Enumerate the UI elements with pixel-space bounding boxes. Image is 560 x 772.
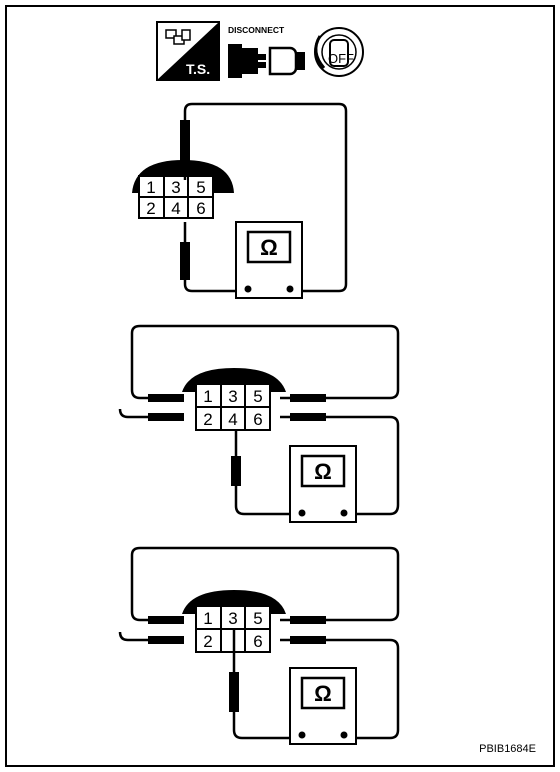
check-diagram-1: 1 3 5 2 4 6 Ω: [132, 102, 348, 300]
ts-icon: T.S.: [156, 21, 220, 81]
check-diagram-3: 1 3 5 2 6 Ω: [118, 546, 400, 746]
pin-2: 2: [203, 410, 212, 429]
figure-code: PBIB1684E: [479, 743, 536, 755]
ohmmeter-3: Ω: [288, 666, 358, 746]
ohmmeter-2: Ω: [288, 444, 358, 524]
ohm-symbol: Ω: [260, 235, 278, 260]
pin-4: 4: [171, 199, 180, 218]
pin-2: 2: [203, 632, 212, 651]
pin-1: 1: [203, 387, 212, 406]
pin-5: 5: [253, 609, 262, 628]
pin-6: 6: [253, 410, 262, 429]
header-icons: T.S. DISCONNECT OFF: [156, 21, 364, 81]
disconnect-icon: DISCONNECT: [228, 25, 305, 78]
connector-1: 1 3 5 2 4 6: [132, 160, 234, 219]
pin-1: 1: [146, 178, 155, 197]
pin-2: 2: [146, 199, 155, 218]
pin-3: 3: [171, 178, 180, 197]
pin-6: 6: [196, 199, 205, 218]
outer-border: [5, 5, 555, 767]
ts-label: T.S.: [186, 61, 210, 77]
pin-3: 3: [228, 609, 237, 628]
pin-1: 1: [203, 609, 212, 628]
check-diagram-2: 1 3 5 2 4 6 Ω: [118, 324, 400, 524]
pin-5: 5: [253, 387, 262, 406]
off-label: OFF: [328, 51, 354, 66]
ignition-off-icon: OFF: [314, 27, 364, 77]
connector-2: 1 3 5 2 4 6: [182, 368, 286, 431]
pin-4: 4: [228, 410, 237, 429]
ohm-symbol: Ω: [314, 459, 332, 484]
disconnect-label: DISCONNECT: [228, 25, 285, 35]
pin-3: 3: [228, 387, 237, 406]
pin-5: 5: [196, 178, 205, 197]
ohmmeter-1: Ω: [234, 220, 304, 300]
pin-6: 6: [253, 632, 262, 651]
ohm-symbol: Ω: [314, 681, 332, 706]
